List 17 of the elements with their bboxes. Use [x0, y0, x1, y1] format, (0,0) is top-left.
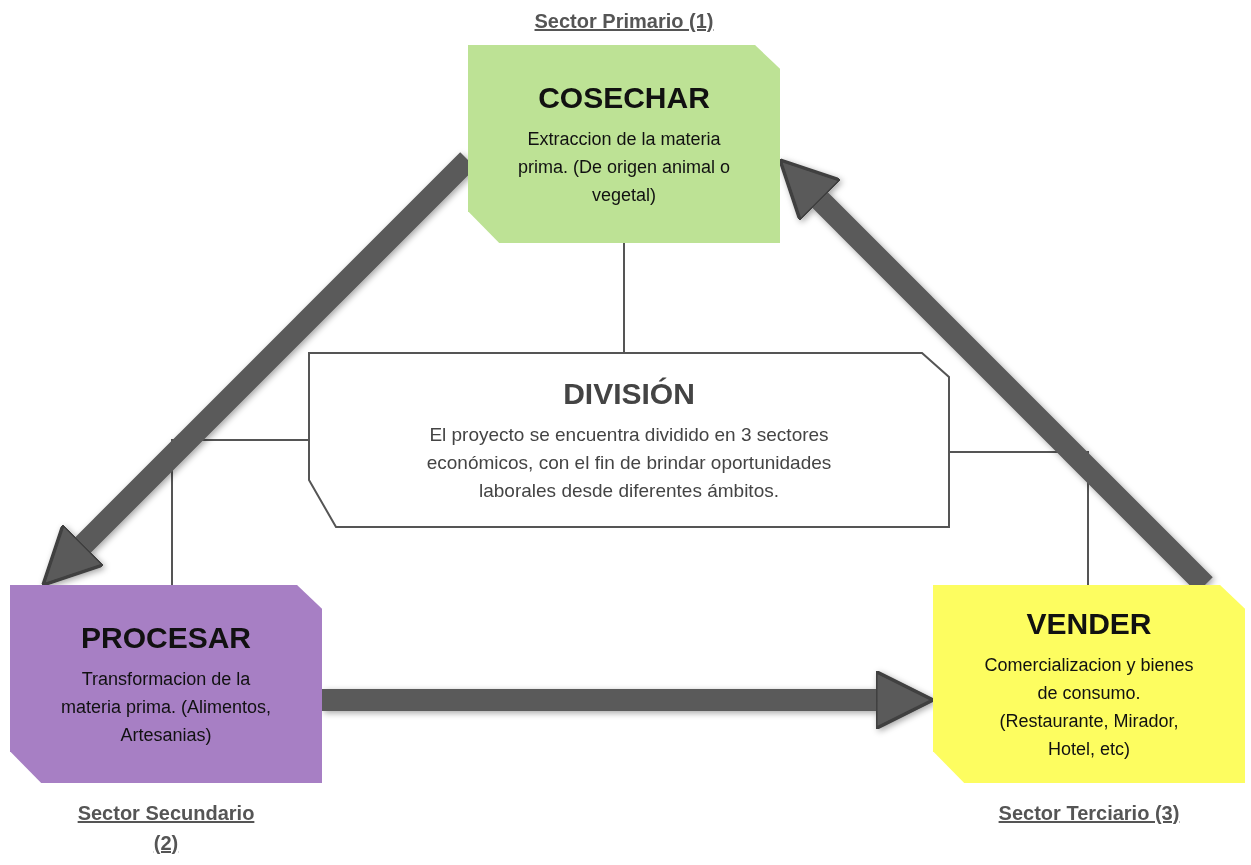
block-arrow	[322, 669, 935, 731]
box-heading: DIVISIÓN	[563, 376, 695, 413]
sector-box	[933, 585, 1245, 783]
box-heading: PROCESAR	[81, 620, 251, 657]
summary-box	[308, 352, 950, 528]
box-description: El proyecto se encuentra dividido en 3 sectores económicos, con el fin de brindar oportunidades laborales desde diferentes ámbitos.	[425, 422, 833, 503]
box-description: Extraccion de la materia prima. (De origen animal o vegetal)	[516, 127, 732, 207]
sector-caption: Sector Terciario (3)	[997, 801, 1181, 826]
sector-caption: Sector Primario (1)	[533, 9, 715, 34]
box-description: Comercializacion y bienes de consumo. (Restaurante, Mirador, Hotel, etc)	[983, 653, 1195, 761]
box-heading: VENDER	[1026, 606, 1152, 643]
sector-box	[468, 45, 780, 243]
sector-box	[10, 585, 322, 783]
box-description: Transformacion de la materia prima. (Alimentos, Artesanias)	[59, 667, 273, 747]
box-heading: COSECHAR	[538, 80, 710, 117]
connector-line	[623, 242, 625, 353]
sector-caption: Sector Secundario (2)	[76, 801, 256, 856]
